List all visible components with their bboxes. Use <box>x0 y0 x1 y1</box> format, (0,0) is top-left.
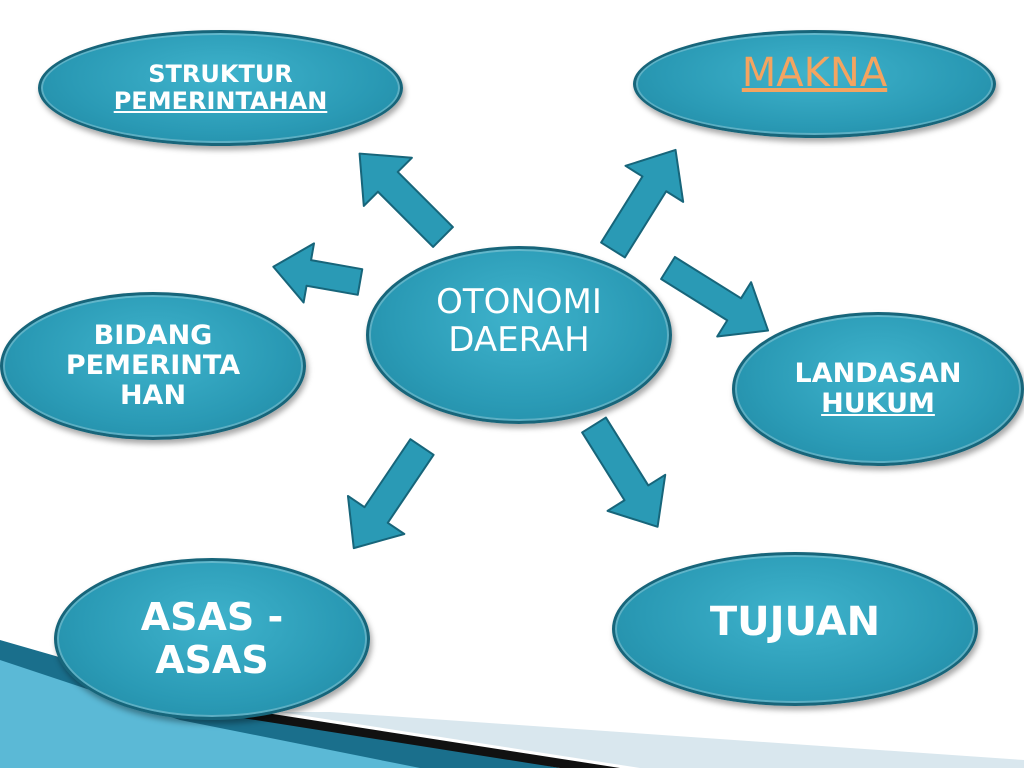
arrow-to-landasan <box>660 255 770 338</box>
asas-label-2: ASAS <box>155 638 269 682</box>
otonomi-label: OTONOMI <box>436 281 602 322</box>
corner-band-black <box>160 705 620 768</box>
corner-band-pale <box>280 712 1024 768</box>
tujuan-label: TUJUAN <box>709 598 881 645</box>
arrow-to-bidang <box>272 242 364 304</box>
arrow-to-asas <box>346 438 435 550</box>
han-label: HAN <box>119 380 187 412</box>
hukum-link[interactable]: HUKUM <box>821 388 935 419</box>
node-otonomi-daerah[interactable]: OTONOMI DAERAH <box>366 246 672 424</box>
struktur-label: STRUKTUR <box>148 60 293 89</box>
node-asas-asas[interactable]: ASAS - ASAS <box>54 558 370 720</box>
pemerintahan-link[interactable]: PEMERINTAHAN <box>113 87 328 115</box>
arrow-to-makna <box>600 148 685 259</box>
pemerinta-label: PEMERINTA <box>65 349 241 381</box>
arrow-to-tujuan <box>581 416 667 528</box>
node-makna[interactable]: MAKNA <box>633 30 996 138</box>
node-struktur-pemerintahan[interactable]: STRUKTUR PEMERINTAHAN <box>38 30 403 146</box>
asas-label-1: ASAS - <box>140 595 284 640</box>
landasan-label: LANDASAN <box>794 357 962 389</box>
node-bidang-pemerintahan[interactable]: BIDANG PEMERINTA HAN <box>0 292 306 440</box>
node-tujuan[interactable]: TUJUAN <box>612 552 978 706</box>
makna-link[interactable]: MAKNA <box>741 49 888 96</box>
corner-band-light <box>0 660 420 768</box>
daerah-label: DAERAH <box>448 320 590 360</box>
node-landasan-hukum[interactable]: LANDASAN HUKUM <box>732 312 1024 466</box>
arrow-to-struktur <box>358 152 454 248</box>
bidang-label: BIDANG <box>93 319 213 351</box>
